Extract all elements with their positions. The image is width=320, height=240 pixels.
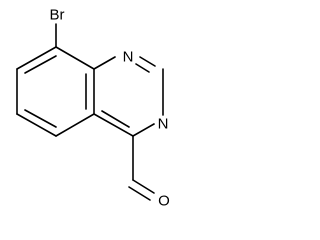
double-bond-c4-c4a — [101, 110, 130, 128]
double-bond-c5-c6 — [24, 109, 57, 128]
bromine-atom-label: Br — [50, 7, 65, 24]
nitrogen-3-atom-label: N — [158, 116, 169, 133]
quinazoline-structure-diagram: Br N N O — [16, 7, 170, 210]
nitrogen-1-atom-label: N — [123, 49, 134, 66]
double-bond-c7-c8 — [24, 55, 57, 74]
bond-c8a-n1 — [93, 56, 116, 70]
bond-c4-c4a — [93, 113, 134, 137]
bond-c5-c6 — [16, 113, 57, 137]
bond-c7-c8 — [16, 46, 57, 70]
oxygen-atom-label: O — [158, 193, 170, 210]
bond-c4a-c5 — [55, 113, 95, 137]
bond-cho-o — [132, 179, 155, 194]
double-bond-cho-o — [128, 186, 151, 201]
bond-n3-c4 — [132, 123, 155, 137]
bond-n1-c2 — [139, 56, 156, 67]
bond-c8-c8a — [55, 46, 95, 70]
double-bond-n1-c2 — [135, 63, 150, 73]
